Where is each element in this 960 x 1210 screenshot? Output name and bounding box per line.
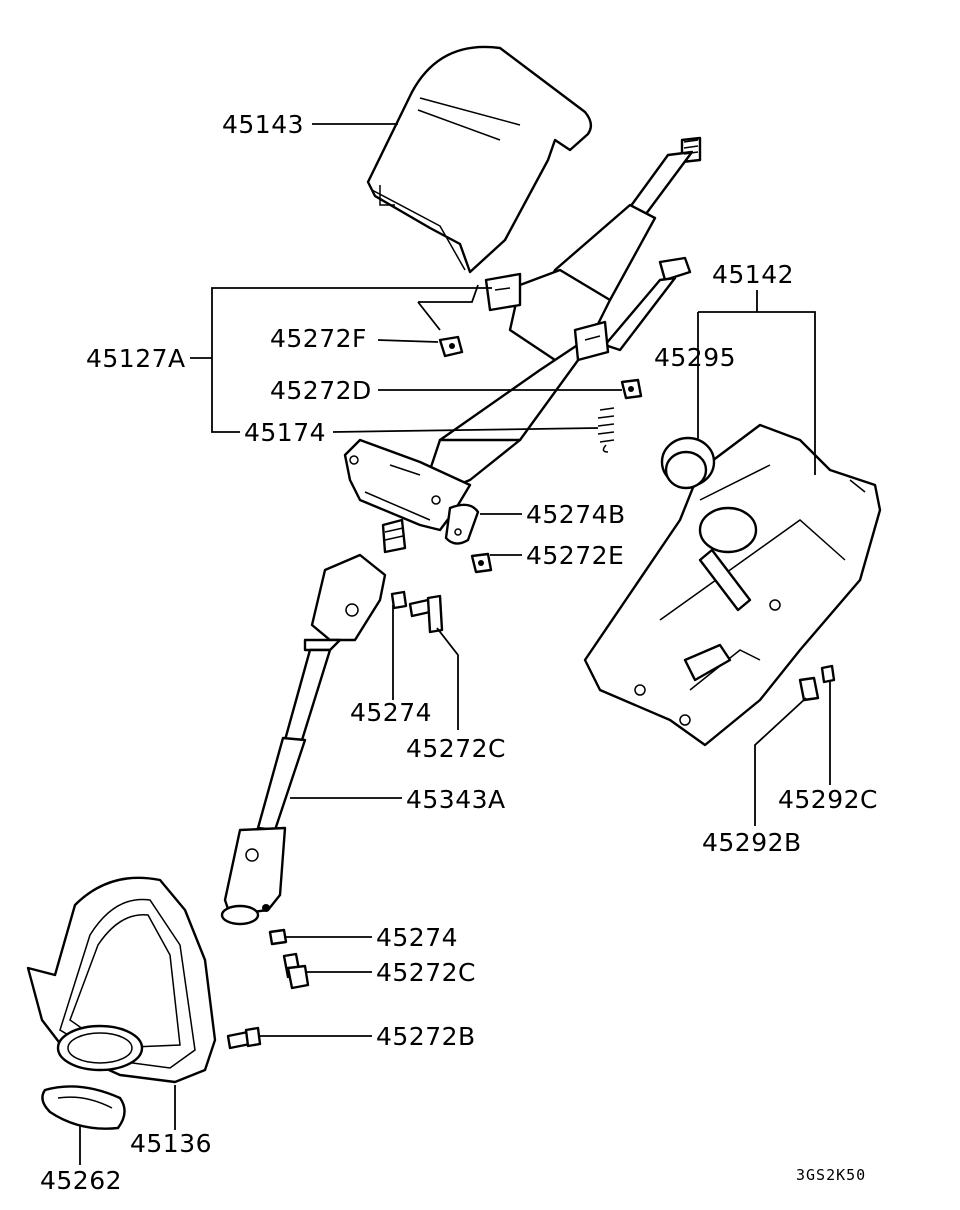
bolt-45272D <box>620 378 643 400</box>
bolt-45272F <box>438 335 464 358</box>
washer-45274B <box>444 503 480 545</box>
label-45174: 45174 <box>244 418 326 447</box>
intermediate-shaft <box>220 553 387 926</box>
label-45272B: 45272B <box>376 1022 476 1051</box>
steering-column-assembly <box>418 203 692 502</box>
bolt-45272C-lower <box>282 952 310 990</box>
clamp-45262 <box>41 1085 126 1130</box>
screw-45292B <box>798 676 820 702</box>
label-45274-lower: 45274 <box>376 923 458 952</box>
label-45274B: 45274B <box>526 500 626 529</box>
label-45272E: 45272E <box>526 541 624 570</box>
label-45292B: 45292B <box>702 828 802 857</box>
label-45292C: 45292C <box>778 785 878 814</box>
label-45272D: 45272D <box>270 376 372 405</box>
column-coupling <box>381 518 407 554</box>
label-45274-upper: 45274 <box>350 698 432 727</box>
diagram-code: 3GS2K50 <box>796 1166 866 1184</box>
label-45343A: 45343A <box>406 785 506 814</box>
bolt-45272E <box>470 552 493 574</box>
ring-45295 <box>660 436 716 490</box>
bolt-45272B <box>226 1026 262 1050</box>
label-45143: 45143 <box>222 110 304 139</box>
lower-column-cover <box>583 423 882 747</box>
bolt-45272C-upper <box>408 594 444 634</box>
label-45262: 45262 <box>40 1166 122 1195</box>
label-45295: 45295 <box>654 343 736 372</box>
label-45142: 45142 <box>712 260 794 289</box>
spring-45174 <box>597 407 615 453</box>
leader-lines <box>79 123 831 1165</box>
column-boot <box>26 876 217 1084</box>
label-45272C-upper: 45272C <box>406 734 506 763</box>
screw-45292C <box>820 664 836 684</box>
label-45272C-lower: 45272C <box>376 958 476 987</box>
nut-45274-lower <box>268 928 288 946</box>
label-45136: 45136 <box>130 1129 212 1158</box>
upper-column-cover <box>366 45 593 274</box>
label-45272F: 45272F <box>270 324 367 353</box>
nut-45274-upper <box>390 590 408 610</box>
label-45127A: 45127A <box>86 344 186 373</box>
